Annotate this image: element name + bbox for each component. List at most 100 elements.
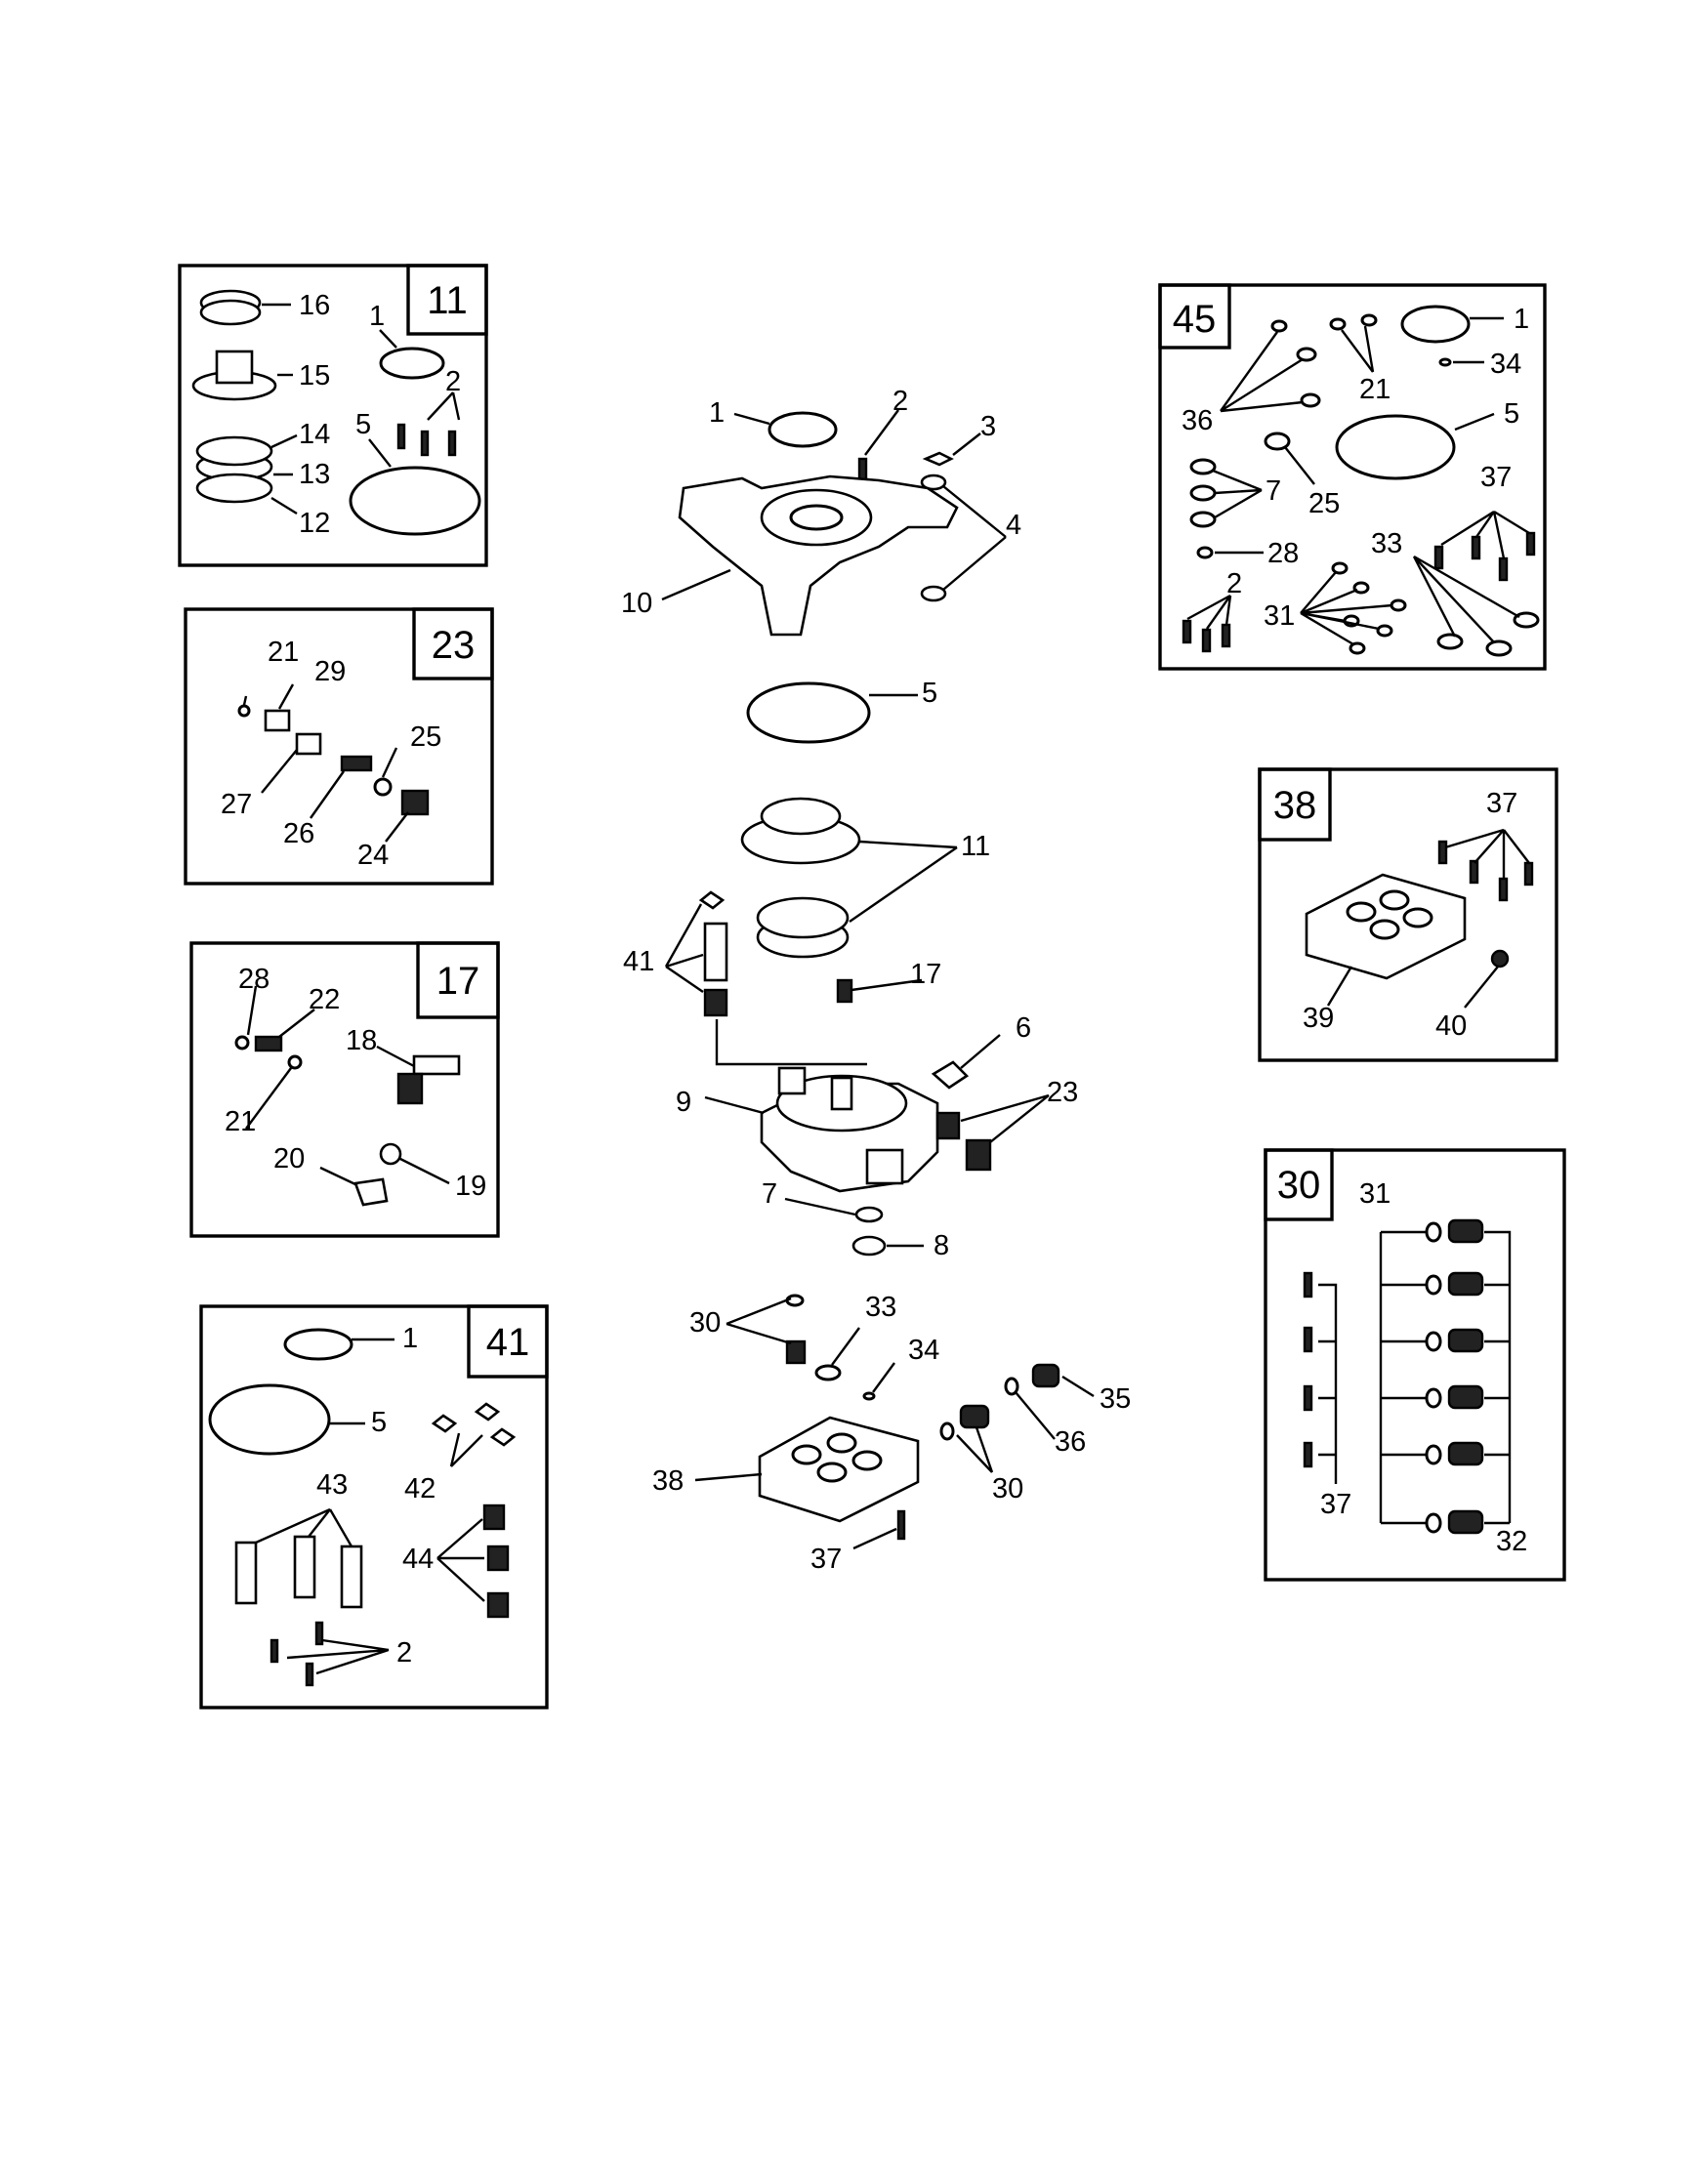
k23-21-label: 21 bbox=[268, 637, 299, 668]
kit-11-number-box bbox=[406, 264, 488, 336]
bearing-13 bbox=[195, 473, 273, 504]
main-seal-33 bbox=[814, 1364, 842, 1381]
kit-17-frame bbox=[189, 941, 500, 1238]
spring-44c bbox=[486, 1591, 510, 1619]
screw-37h bbox=[1523, 861, 1534, 886]
o-ring-1c bbox=[1400, 305, 1471, 344]
check-valve-32a bbox=[1447, 1218, 1484, 1244]
main-valve-30a bbox=[785, 1339, 807, 1365]
screw-37i bbox=[1303, 1271, 1313, 1298]
k11-15-label: 15 bbox=[299, 360, 330, 391]
main-manifold-38 bbox=[758, 1416, 920, 1523]
plug-24 bbox=[400, 789, 430, 816]
kit-45-panel: 45 bbox=[1158, 283, 1547, 671]
main-valve-6 bbox=[931, 1060, 970, 1090]
kit-41-panel: 41 1 5 42 43 44 2 bbox=[199, 1304, 549, 1710]
o-ring-31j bbox=[1425, 1387, 1442, 1409]
m-2-label: 2 bbox=[893, 386, 908, 417]
main-pump-body-9-port-a bbox=[777, 1066, 807, 1095]
k45-34-label: 34 bbox=[1490, 349, 1521, 380]
o-ring-7c bbox=[1189, 511, 1217, 528]
o-ring-28b bbox=[1196, 546, 1214, 559]
k38-37-label: 37 bbox=[1486, 788, 1517, 819]
spring-26 bbox=[340, 755, 373, 772]
o-ring-31c bbox=[1390, 598, 1407, 612]
k45-5-label: 5 bbox=[1504, 398, 1519, 430]
k45-33-label: 33 bbox=[1371, 528, 1402, 559]
screw-37c bbox=[1498, 556, 1509, 582]
k41-5-label: 5 bbox=[371, 1407, 387, 1438]
main-pump-body-9-boss bbox=[830, 1076, 853, 1111]
m-38-label: 38 bbox=[652, 1465, 684, 1497]
unloader-18-stem bbox=[412, 1054, 461, 1076]
kit-11-frame bbox=[178, 264, 488, 567]
main-o-ring-5 bbox=[746, 681, 871, 744]
m-30a-label: 30 bbox=[689, 1307, 721, 1339]
m-7-label: 7 bbox=[762, 1178, 777, 1210]
ball-19 bbox=[379, 1142, 402, 1166]
main-o-ring-30b bbox=[939, 1422, 955, 1441]
o-ring-1b bbox=[283, 1328, 353, 1361]
o-ring-36b bbox=[1296, 347, 1317, 362]
k17-19-label: 19 bbox=[455, 1171, 486, 1202]
k23-29-label: 29 bbox=[314, 656, 346, 687]
o-ring-34 bbox=[1438, 357, 1452, 367]
kit-45-frame bbox=[1158, 283, 1547, 671]
k11-14-label: 14 bbox=[299, 419, 330, 450]
manifold-39-port-b bbox=[1379, 889, 1410, 911]
kit-38-number-box bbox=[1258, 767, 1332, 842]
k11-13-label: 13 bbox=[299, 459, 330, 490]
kit-23-frame bbox=[184, 607, 494, 886]
main-washer-4a bbox=[920, 474, 947, 491]
k11-2-label: 2 bbox=[445, 366, 461, 397]
k11-16-label: 16 bbox=[299, 290, 330, 321]
main-o-ring-7 bbox=[854, 1206, 884, 1223]
m-37-label: 37 bbox=[810, 1544, 842, 1575]
k17-20-label: 20 bbox=[273, 1143, 305, 1174]
kit-17-number: 17 bbox=[436, 960, 480, 1003]
k38-39-label: 39 bbox=[1303, 1003, 1334, 1034]
screw-2f bbox=[305, 1662, 314, 1687]
k11-1-label: 1 bbox=[369, 301, 385, 332]
k30-37-label: 37 bbox=[1320, 1489, 1351, 1520]
o-ring-33b bbox=[1485, 639, 1513, 657]
k23-27-label: 27 bbox=[221, 789, 252, 820]
o-ring-21c bbox=[1360, 313, 1378, 327]
seat-29 bbox=[264, 709, 291, 732]
o-ring-28 bbox=[234, 1035, 250, 1051]
o-ring-31b bbox=[1352, 581, 1370, 595]
plate-42c bbox=[489, 1427, 517, 1447]
kit-11-number: 11 bbox=[427, 279, 468, 322]
cap-20 bbox=[353, 1177, 389, 1207]
k41-42-label: 42 bbox=[404, 1473, 436, 1504]
o-ring-36a bbox=[1270, 319, 1288, 333]
k45-2-label: 2 bbox=[1226, 568, 1242, 599]
k41-43-label: 43 bbox=[316, 1469, 348, 1501]
kit-11-panel: 11 16 1 15 2 5 14 13 12 bbox=[178, 264, 488, 567]
o-ring-7b bbox=[1189, 484, 1217, 502]
o-ring-31i bbox=[1425, 1331, 1442, 1352]
o-ring-31g bbox=[1425, 1221, 1442, 1243]
o-ring-31k bbox=[1425, 1444, 1442, 1465]
screw-37j bbox=[1303, 1326, 1313, 1353]
kit-30-number-box bbox=[1264, 1148, 1334, 1221]
main-seal-11-lower-top bbox=[756, 896, 850, 939]
seal-15-hex bbox=[215, 350, 254, 385]
kit-41-number: 41 bbox=[486, 1321, 530, 1364]
kit-45-number: 45 bbox=[1173, 298, 1217, 341]
screw-2b bbox=[420, 430, 430, 457]
valve-27 bbox=[295, 732, 322, 756]
manifold-39-port-d bbox=[1402, 907, 1433, 928]
bearing-14 bbox=[195, 435, 273, 467]
plate-42b bbox=[474, 1402, 501, 1422]
main-valve-35 bbox=[1031, 1363, 1060, 1388]
o-ring-21a bbox=[1329, 317, 1347, 331]
main-manifold-38-port-d bbox=[851, 1450, 883, 1471]
main-manifold-38-port-b bbox=[826, 1432, 857, 1454]
main-pump-body-9-port-b bbox=[865, 1148, 904, 1185]
m-41-label: 41 bbox=[623, 946, 654, 977]
m-17-label: 17 bbox=[910, 959, 941, 990]
manifold-39 bbox=[1305, 873, 1467, 980]
check-valve-32f bbox=[1447, 1509, 1484, 1535]
